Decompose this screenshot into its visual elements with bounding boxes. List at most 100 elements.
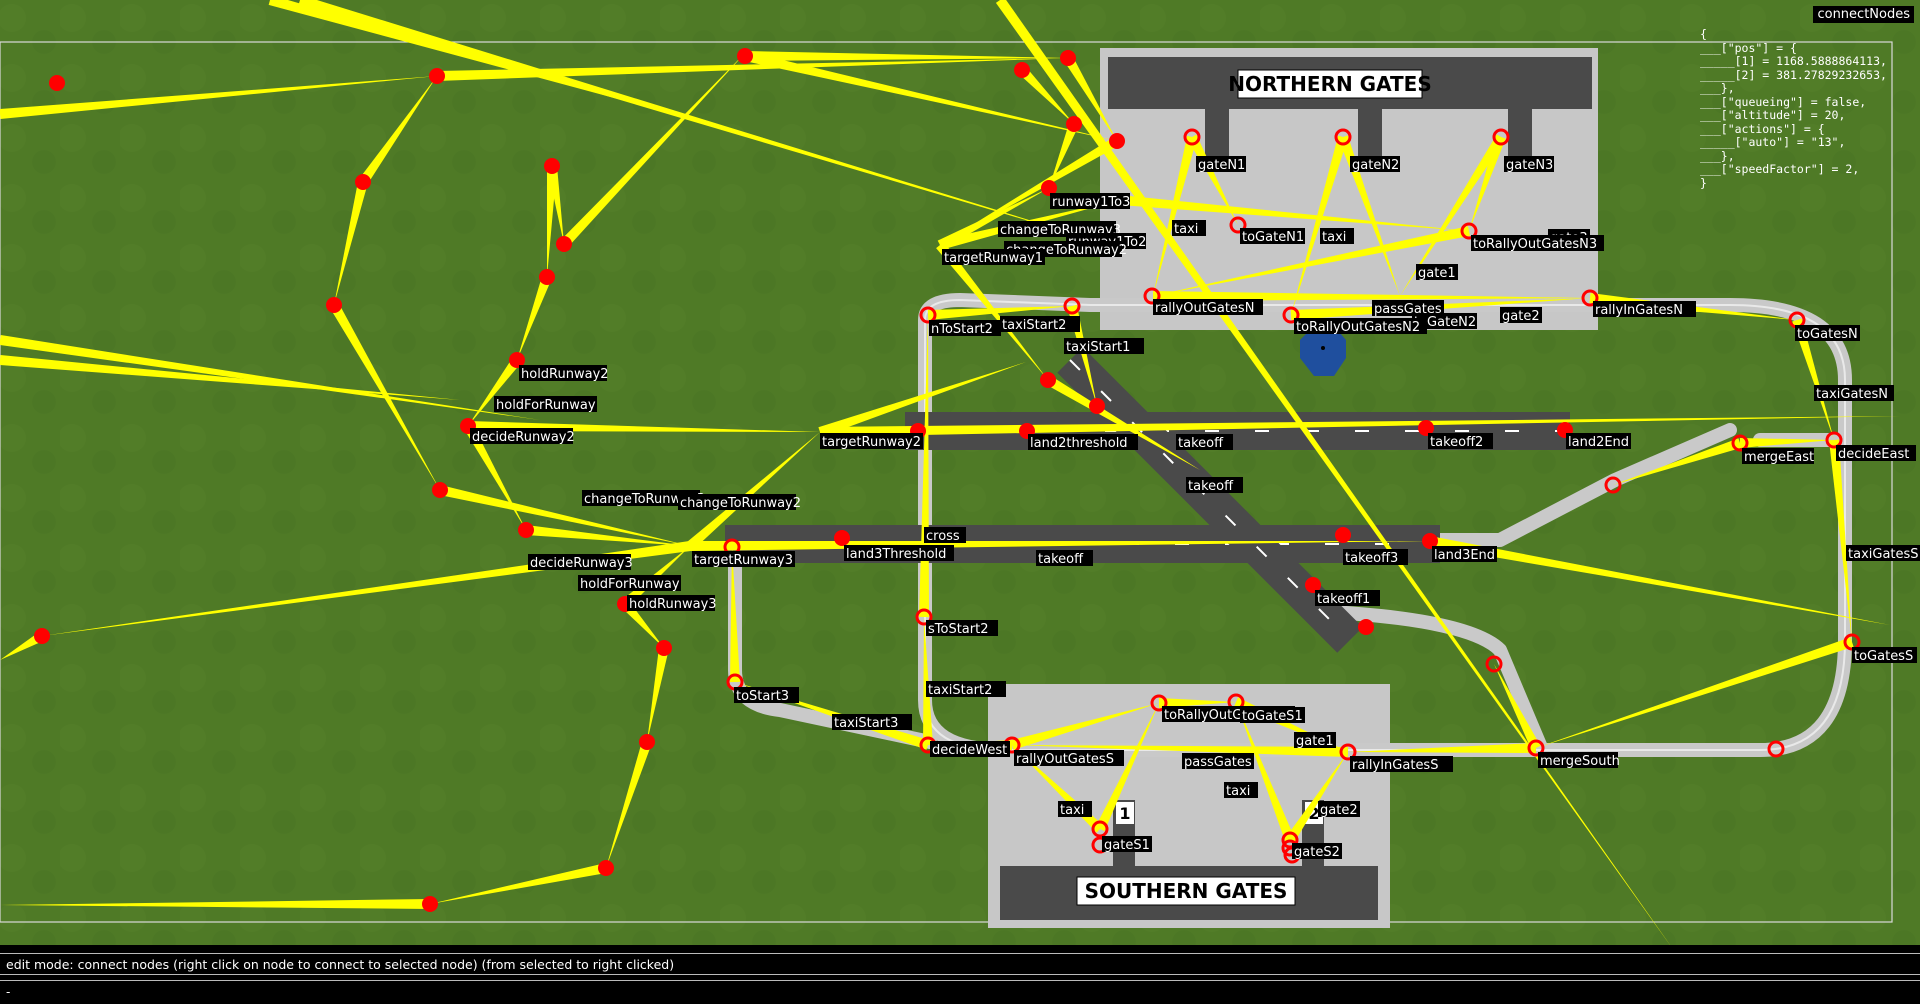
waypoint-node[interactable]	[1305, 577, 1321, 593]
ground-node[interactable]	[1492, 128, 1510, 146]
ground-node[interactable]	[1339, 743, 1357, 761]
node-connection-edge	[819, 416, 1900, 437]
node-label: mergeEast	[1742, 448, 1814, 465]
node-label: gateN1	[1196, 156, 1246, 173]
waypoint-node[interactable]	[1040, 372, 1056, 388]
waypoint-node[interactable]	[49, 75, 65, 91]
svg-text:rallyOutGatesN: rallyOutGatesN	[1155, 301, 1254, 316]
waypoint-node[interactable]	[598, 860, 614, 876]
node-connection-edge	[995, 0, 1671, 945]
node-connection-edge	[468, 357, 522, 426]
waypoint-node[interactable]	[326, 297, 342, 313]
node-connection-edge	[0, 76, 437, 119]
waypoint-node[interactable]	[34, 628, 50, 644]
waypoint-node[interactable]	[518, 522, 534, 538]
ground-node[interactable]	[1282, 306, 1300, 324]
ground-node[interactable]	[919, 306, 937, 324]
node-label: taxi	[1320, 228, 1354, 245]
node-connection-edge	[1613, 438, 1742, 485]
svg-text:mergeSouth: mergeSouth	[1540, 754, 1620, 769]
waypoint-node[interactable]	[1060, 50, 1076, 66]
waypoint-node[interactable]	[1335, 527, 1351, 543]
node-connection-edge	[0, 631, 45, 660]
node-label: gateN2	[1350, 156, 1400, 173]
node-label: gateN3	[1504, 156, 1554, 173]
node-label: mergeSouth	[1538, 752, 1620, 769]
console-input[interactable]: -	[0, 980, 1920, 1004]
ground-node[interactable]	[1229, 216, 1247, 234]
node-connection-edge	[1063, 55, 1117, 142]
node-label: taxi	[1224, 782, 1258, 799]
waypoint-node[interactable]	[509, 352, 525, 368]
svg-text:gateS2: gateS2	[1294, 845, 1340, 860]
node-label: takeoff	[1186, 477, 1243, 494]
ground-node[interactable]	[1150, 694, 1168, 712]
waypoint-node[interactable]	[1422, 533, 1438, 549]
ground-node[interactable]	[1063, 297, 1081, 315]
waypoint-node[interactable]	[656, 640, 672, 656]
runway-1	[1057, 347, 1363, 653]
waypoint-node[interactable]	[1418, 420, 1434, 436]
ground-node[interactable]	[1527, 739, 1545, 757]
ground-node[interactable]	[1731, 434, 1749, 452]
svg-text:takeoff: takeoff	[1188, 479, 1234, 494]
node-label: toGatesN	[1795, 325, 1860, 342]
node-connection-edge	[547, 165, 557, 277]
node-label: changeToRunway3	[582, 490, 705, 507]
waypoint-node[interactable]	[1109, 133, 1125, 149]
waypoint-node[interactable]	[737, 48, 753, 64]
waypoint-node[interactable]	[422, 896, 438, 912]
ground-node[interactable]	[1183, 128, 1201, 146]
svg-text:taxiStart3: taxiStart3	[834, 716, 898, 731]
node-label: toRallyOutGatesN3	[1471, 235, 1604, 252]
waypoint-node[interactable]	[544, 158, 560, 174]
waypoint-node[interactable]	[432, 482, 448, 498]
svg-text:land3End: land3End	[1434, 548, 1495, 563]
ground-node[interactable]	[1091, 820, 1109, 838]
waypoint-node[interactable]	[556, 236, 572, 252]
svg-text:gateS1: gateS1	[1104, 838, 1150, 853]
ground-node[interactable]	[1604, 476, 1622, 494]
node-layer[interactable]	[34, 48, 1861, 912]
selected-node-marker[interactable]	[1300, 326, 1346, 376]
ground-node[interactable]	[1581, 289, 1599, 307]
waypoint-node[interactable]	[639, 734, 655, 750]
ground-node[interactable]	[1460, 222, 1478, 240]
node-label: holdForRunway	[578, 575, 681, 592]
airport-map-canvas[interactable]: NORTHERN GATES SOUTHERN GATES 1 2 gateN1…	[0, 0, 1920, 945]
waypoint-node[interactable]	[355, 174, 371, 190]
waypoint-node[interactable]	[1041, 180, 1057, 196]
svg-text:toGatesN: toGatesN	[1797, 327, 1858, 342]
ground-node[interactable]	[915, 608, 933, 626]
svg-text:taxiGatesS: taxiGatesS	[1848, 547, 1919, 562]
node-label: targetRunway3	[692, 551, 795, 568]
svg-text:rallyInGatesS: rallyInGatesS	[1352, 758, 1438, 773]
airport-map[interactable]: NORTHERN GATES SOUTHERN GATES 1 2 gateN1…	[0, 0, 1920, 945]
node-label: toGatesS	[1852, 647, 1917, 664]
ground-node[interactable]	[1485, 655, 1503, 673]
svg-text:gateN2: gateN2	[1352, 158, 1399, 173]
svg-text:toGateN2: toGateN2	[1414, 315, 1476, 330]
node-label: passGates	[1182, 753, 1254, 770]
ground-node[interactable]	[1825, 431, 1843, 449]
waypoint-node[interactable]	[1014, 62, 1030, 78]
svg-text:rallyInGatesN: rallyInGatesN	[1595, 303, 1683, 318]
svg-text:toRallyOutGatesN3: toRallyOutGatesN3	[1473, 237, 1597, 252]
svg-text:taxiGatesN: taxiGatesN	[1816, 387, 1888, 402]
node-label: taxiStart1	[1064, 338, 1144, 355]
waypoint-node[interactable]	[429, 68, 445, 84]
svg-text:gate2: gate2	[1320, 803, 1358, 818]
waypoint-node[interactable]	[834, 530, 850, 546]
waypoint-node[interactable]	[1066, 116, 1082, 132]
waypoint-node[interactable]	[1089, 398, 1105, 414]
node-label: toGateN2	[1412, 313, 1477, 330]
ground-node[interactable]	[1767, 740, 1785, 758]
waypoint-node[interactable]	[1358, 619, 1374, 635]
waypoint-node[interactable]	[539, 269, 555, 285]
svg-text:toRallyOutGatesN2: toRallyOutGatesN2	[1296, 320, 1420, 335]
node-label: gate1	[1294, 732, 1336, 749]
node-connection-edge	[730, 547, 740, 683]
ground-node[interactable]	[1334, 128, 1352, 146]
ground-node[interactable]	[1143, 287, 1161, 305]
node-label: land3Threshold	[844, 545, 954, 562]
